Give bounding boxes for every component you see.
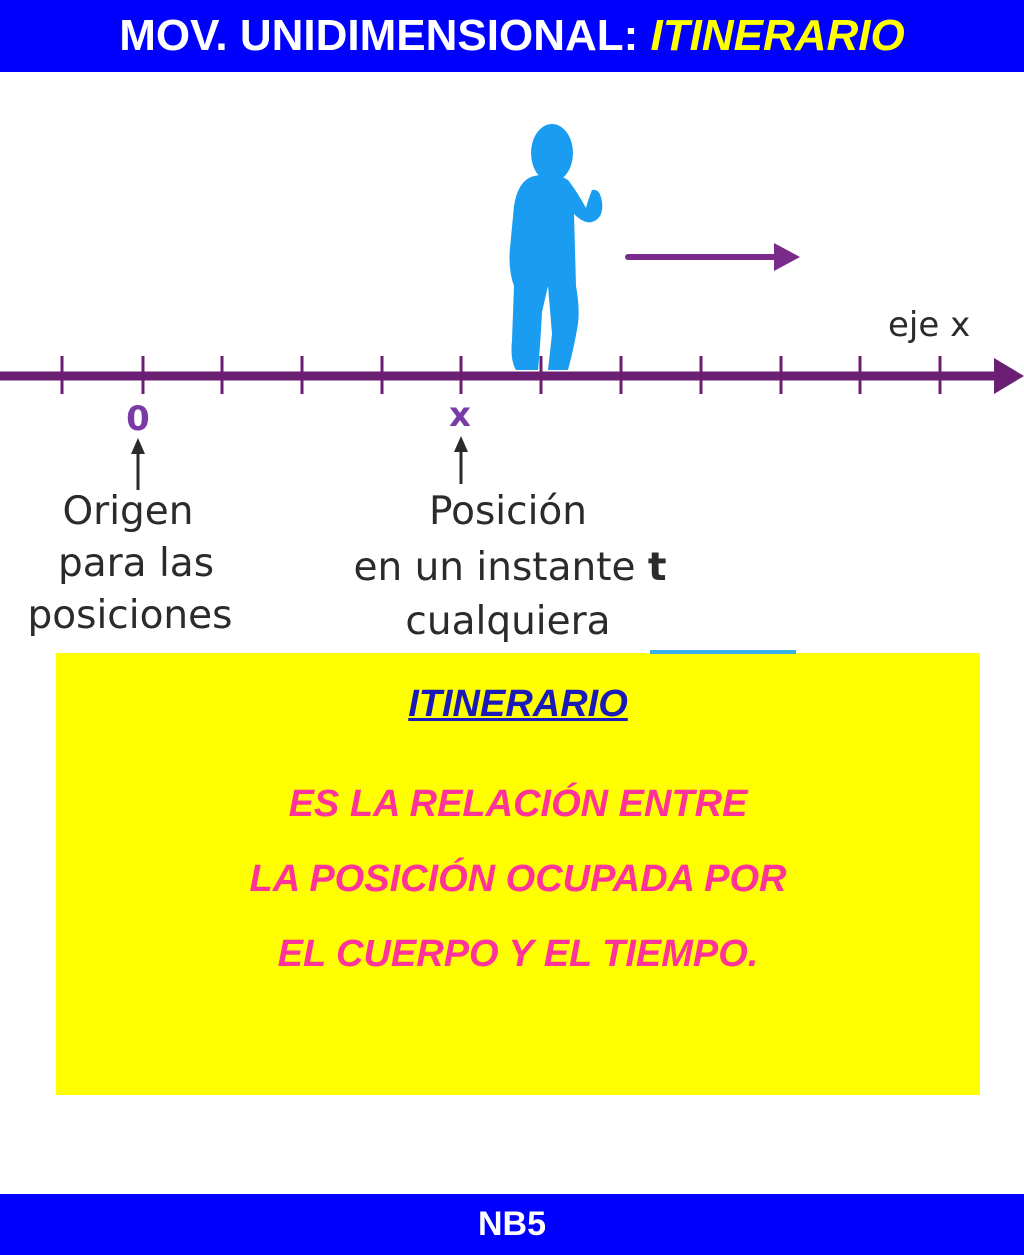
axis-label: eje x [888,305,970,345]
title-highlight: ITINERARIO [650,11,905,60]
instant-t-label: t [648,545,667,590]
title-bar: MOV. UNIDIMENSIONAL: ITINERARIO [0,0,1024,72]
footer-bar: NB5 [0,1194,1024,1255]
definition-heading: ITINERARIO [408,683,628,725]
position-mark: x [449,395,471,435]
definition-line-3: EL CUERPO Y EL TIEMPO. [277,933,759,975]
diagram-svg: eje x 0 x Origen para las posiciones Pos… [0,124,1024,644]
definition-box: ITINERARIO ES LA RELACIÓN ENTRE LA POSIC… [56,653,980,1095]
walking-person-icon [509,124,603,370]
x-axis [0,356,1024,394]
origin-caption-line-3: posiciones [28,593,233,638]
slide-title: MOV. UNIDIMENSIONAL: ITINERARIO [119,11,905,61]
position-caption-line-2-text: en un instante [353,545,647,590]
origin-pointer-icon [131,438,145,490]
direction-arrow-icon [625,243,800,271]
definition-line-1: ES LA RELACIÓN ENTRE [288,783,748,825]
position-pointer-icon [454,436,468,484]
axis-ticks [60,356,942,394]
definition-text: ES LA RELACIÓN ENTRE LA POSICIÓN OCUPADA… [56,781,980,1006]
definition-line-2: LA POSICIÓN OCUPADA POR [249,858,787,900]
title-prefix: MOV. UNIDIMENSIONAL: [119,11,651,60]
position-diagram: eje x 0 x Origen para las posiciones Pos… [0,72,1024,662]
axis-arrowhead [994,358,1024,394]
position-caption-line-1: Posición [429,489,587,534]
origin-caption-line-2: para las [58,541,214,586]
position-caption-line-3: cualquiera [405,599,610,644]
position-caption-line-2: en un instante t [353,545,666,590]
origin-mark: 0 [126,399,150,439]
definition-accent-line [650,650,796,654]
origin-caption-line-1: Origen [62,489,193,534]
footer-label: NB5 [477,1205,547,1243]
